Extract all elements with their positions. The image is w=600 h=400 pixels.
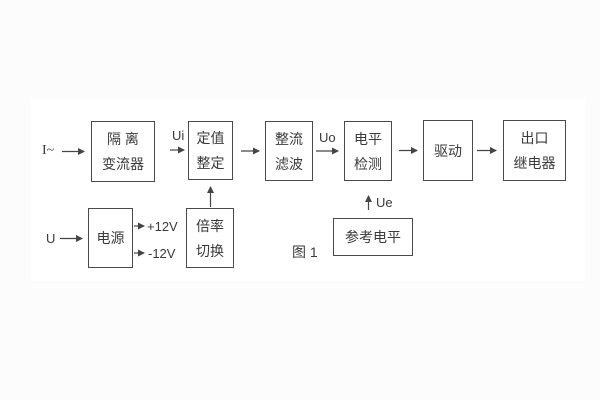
block-label: 检测 — [354, 155, 382, 172]
label-ue: Ue — [376, 195, 393, 210]
block-output-relay: 出口 继电器 — [503, 120, 566, 181]
block-label: 倍率 — [196, 217, 224, 234]
label-input-current: I~ — [42, 143, 55, 158]
block-label: 继电器 — [513, 155, 556, 171]
block-label: 整定 — [196, 155, 225, 171]
block-label: 出口 — [520, 130, 549, 146]
block-label: 滤波 — [275, 155, 303, 172]
block-reference-level: 参考电平 — [333, 218, 413, 256]
label-minus-12v: -12V — [148, 246, 176, 261]
block-label: 变流器 — [102, 156, 144, 172]
figure-caption: 图 1 — [292, 244, 318, 260]
block-level-detect: 电平 检测 — [344, 121, 392, 181]
block-setting-adjust: 定值 整定 — [188, 121, 233, 180]
block-drive: 驱动 — [423, 120, 473, 181]
block-label: 驱动 — [434, 142, 462, 159]
block-label: 整流 — [275, 130, 303, 147]
block-power-supply: 电源 — [88, 208, 133, 268]
label-plus-12v: +12V — [147, 219, 178, 234]
label-ui: Ui — [172, 128, 185, 143]
block-ratio-switch: 倍率 切换 — [186, 208, 234, 268]
block-rectify-filter: 整流 滤波 — [265, 121, 313, 181]
block-isolation-transformer: 隔 离 变流器 — [91, 121, 155, 182]
block-label: 参考电平 — [345, 229, 401, 245]
label-uo: Uo — [319, 130, 336, 145]
block-label: 定值 — [196, 130, 225, 146]
label-input-voltage: U — [46, 231, 56, 246]
block-label: 电源 — [96, 230, 125, 246]
block-label: 隔 离 — [107, 131, 139, 147]
block-label: 切换 — [196, 242, 224, 259]
block-label: 电平 — [354, 130, 382, 147]
